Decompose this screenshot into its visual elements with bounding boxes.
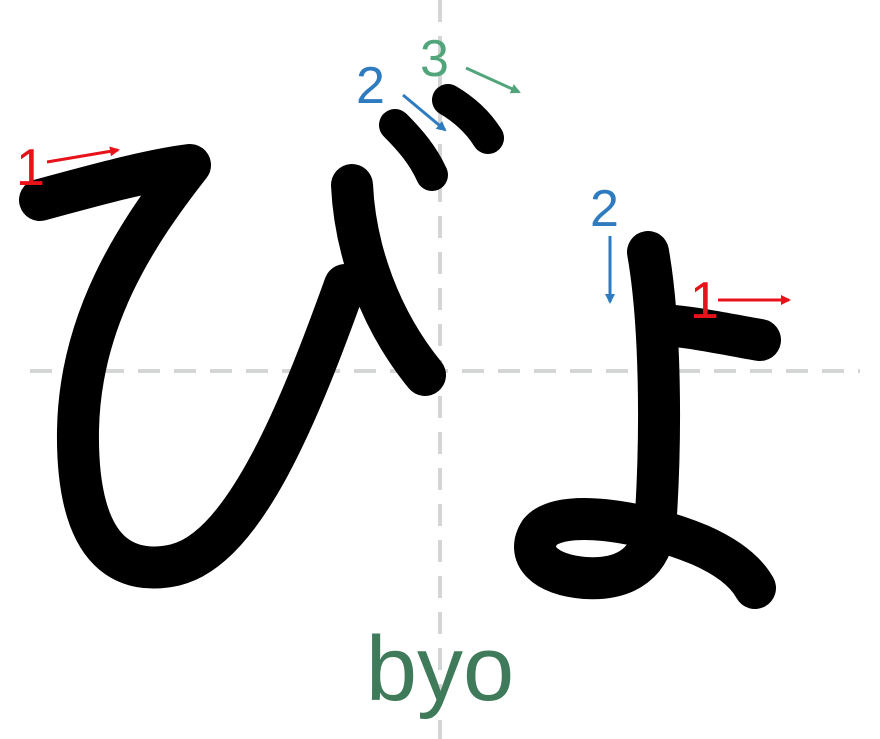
yo-1-number: 1 [690, 272, 719, 330]
bi-right-stroke [331, 164, 446, 396]
bi-2-arrow [402, 93, 447, 132]
bi-dakuten-1 [379, 109, 448, 191]
bi-3-number: 3 [420, 30, 449, 88]
bi-1-number: 1 [16, 139, 45, 197]
bi-dakuten-2 [432, 84, 504, 154]
bi-3-arrow [465, 66, 521, 94]
bi-main-stroke [19, 144, 366, 589]
bi-1-arrow [46, 146, 120, 164]
yo-2-number: 2 [590, 180, 619, 238]
yo-vertical-loop-stroke [514, 231, 776, 609]
romaji-label: byo [366, 618, 514, 720]
bi-2-number: 2 [356, 57, 385, 115]
